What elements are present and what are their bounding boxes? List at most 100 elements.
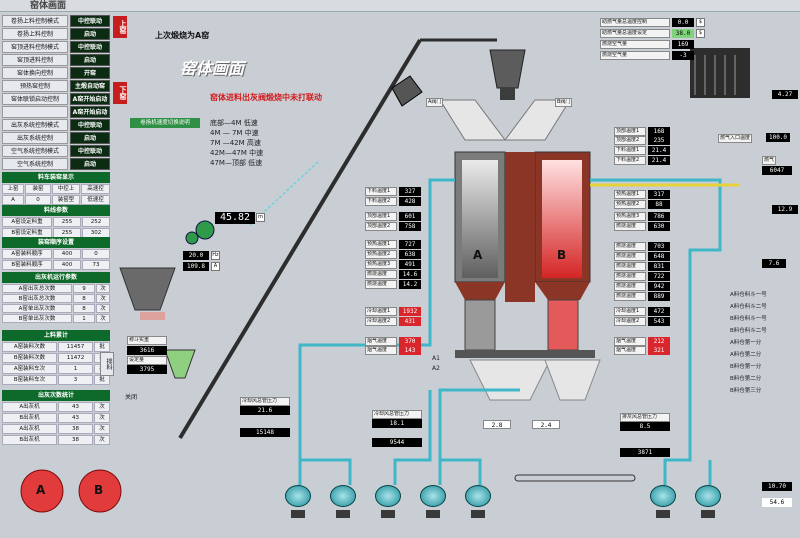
reading-label: 燃烧温度 (614, 282, 646, 291)
gas-pressure: 7.6 (762, 259, 786, 268)
blower-fan (650, 485, 676, 507)
lower-kiln-button[interactable]: 下窑 (113, 82, 127, 104)
control-label: 预热窑控制 (2, 80, 68, 92)
reading-value: 638 (399, 250, 421, 259)
rt-value-1: 10.70 (762, 482, 792, 491)
control-label: 窑顶进料控制模式 (2, 41, 68, 53)
reading-value: 831 (648, 262, 670, 271)
setting-value: 169 (672, 40, 694, 49)
fan-a-label: A (36, 483, 46, 497)
reading-label: 顶部温度2 (365, 222, 397, 231)
control-value[interactable]: 开窑 (70, 67, 110, 79)
table-cell: 43 (58, 402, 93, 412)
reading-value: 703 (648, 242, 670, 251)
table-cell: 装窑型 (52, 195, 80, 205)
reading-value: 722 (648, 272, 670, 281)
table-title: 料车装窑显示 (2, 172, 110, 183)
table-cell: 1 (73, 314, 95, 323)
reading-label: 顶部温度1 (614, 127, 646, 136)
control-label: 窑体联锁启动控制 (2, 93, 68, 105)
control-row: 空气系统控制模式中控联动 (2, 145, 110, 158)
table-cell: 上窑 (2, 184, 24, 194)
table-cell: 8 (73, 304, 95, 313)
table-cell: 次 (96, 284, 110, 293)
control-value[interactable]: A窑开始启动 (70, 106, 110, 118)
table-cell: B出灰机 (2, 413, 57, 423)
reading-value: 168 (648, 127, 670, 136)
status-item: B料仓第二分 (730, 376, 762, 382)
blower-fan (465, 485, 491, 507)
table-cell: 次 (96, 294, 110, 303)
last-kiln-text: 上次煅烧为A窑 (155, 31, 210, 40)
upper-kiln-button[interactable]: 上窑 (113, 16, 127, 38)
table-cell: B窑装料次数 (2, 353, 57, 363)
table-cell: 高速控 (81, 184, 110, 194)
table-cell: B窑单出灰次数 (2, 314, 72, 323)
table-title: 装窑顺序设置 (2, 237, 110, 248)
table-cell: 9 (73, 284, 95, 293)
cooler-value-1: 2.8 (483, 420, 511, 429)
warning-text: 窑体进料出灰阀煅烧中未打联动 (210, 93, 322, 102)
reading-value: 212 (648, 337, 670, 346)
control-row: 出灰系统控制模式中控联动 (2, 119, 110, 132)
table-title: 出灰次数统计 (2, 390, 110, 401)
kiln-a-valve[interactable]: A阀门 (426, 98, 444, 107)
status-item: A料仓料斗一号 (730, 292, 767, 298)
gas-inlet-temp: 100.0 (766, 133, 790, 142)
control-value[interactable]: 主煅自动窑 (70, 80, 110, 92)
table-cell: 次 (94, 435, 110, 445)
reading-label: 燃烧温度 (614, 262, 646, 271)
table-cell: 400 (53, 260, 81, 270)
control-label (2, 106, 68, 118)
reading-label: 顶部温度1 (365, 212, 397, 221)
control-value[interactable]: A窑开始启动 (70, 93, 110, 105)
discharge-button[interactable]: 排料 (100, 352, 114, 376)
table-cell: 低速控 (81, 195, 110, 205)
reading-value: 648 (648, 252, 670, 261)
table-cell: 次 (96, 304, 110, 313)
table-cell: A窑装料车次 (2, 364, 57, 374)
scale-title: 称斗实重 (127, 336, 167, 345)
control-value[interactable]: 中控联动 (70, 145, 110, 157)
control-row: 卷扬上料控制启动 (2, 28, 110, 41)
reading-label: 冷却温度2 (614, 317, 646, 326)
table-cell: A出灰机 (2, 402, 57, 412)
table-cell: 1 (58, 364, 93, 374)
mid-pressure-2: 9544 (372, 438, 422, 447)
reading-value: 317 (648, 190, 670, 199)
control-value[interactable]: 启动 (70, 54, 110, 66)
table-cell: A窑单出灰次数 (2, 304, 72, 313)
reading-label: 预热温度3 (365, 260, 397, 269)
cooler-value-2: 2.4 (532, 420, 560, 429)
control-label: 窑顶进料控制 (2, 54, 68, 66)
control-value[interactable]: 启动 (70, 28, 110, 40)
table-cell: 8 (73, 294, 95, 303)
status-item: B料仓第一分 (730, 364, 762, 370)
kiln-a-label: A (473, 248, 483, 262)
reading-value: 472 (648, 307, 670, 316)
control-value[interactable]: 启动 (70, 132, 110, 144)
table-cell: A窑出灰总次数 (2, 284, 72, 293)
gas-flow: 6047 (762, 166, 792, 175)
hz-unit: Hz (211, 251, 220, 260)
reading-label: 燃烧温度 (614, 272, 646, 281)
kiln-b-valve[interactable]: B阀门 (555, 98, 573, 107)
control-value[interactable]: 中控联动 (70, 41, 110, 53)
setting-unit: $ (696, 29, 705, 38)
reading-value: 88 (648, 200, 670, 209)
table-title: 料线参数 (2, 205, 110, 216)
control-value[interactable]: 中控联动 (70, 15, 110, 27)
control-value[interactable]: 启动 (70, 158, 110, 170)
reading-label: 燃烧温度 (614, 252, 646, 261)
table-cell: A (2, 195, 24, 205)
status-item: A料仓料斗二号 (730, 304, 767, 310)
reading-value: 14.2 (399, 280, 421, 289)
control-value[interactable]: 中控联动 (70, 119, 110, 131)
control-label: 窑体换向控制 (2, 67, 68, 79)
reading-value: 1932 (399, 307, 421, 316)
status-item: B料仓料斗二号 (730, 328, 767, 334)
reading-label: 下料温度2 (365, 197, 397, 206)
mid-pressure-1: 18.1 (372, 419, 422, 428)
reading-value: 143 (399, 346, 421, 355)
reading-label: 下料温度2 (614, 156, 646, 165)
